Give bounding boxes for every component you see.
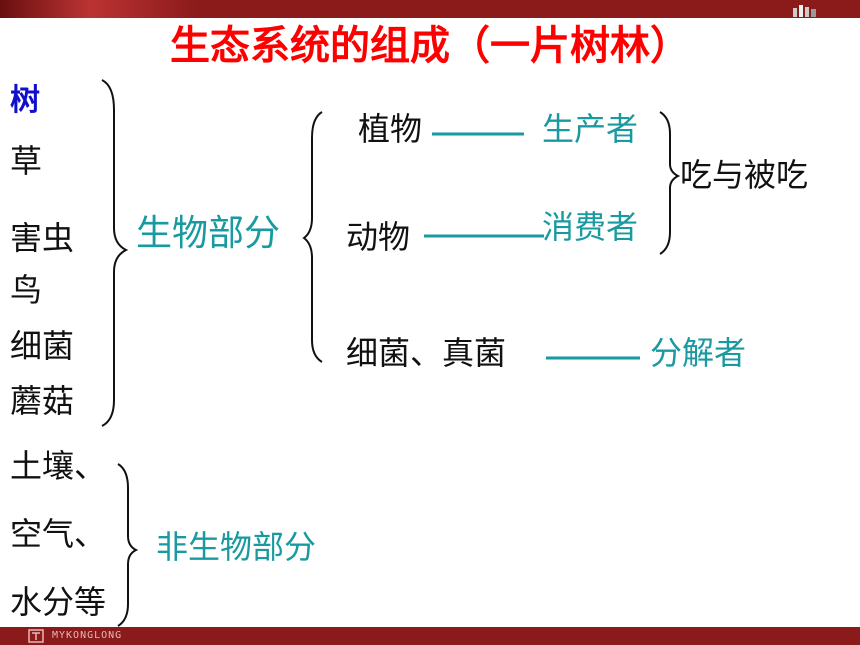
groups-brace [302, 111, 323, 363]
biotic-label: 生物部分 [136, 213, 281, 254]
footer-brand: MYKONGLONG [52, 630, 123, 641]
role-decomposer: 分解者 [650, 334, 747, 372]
organism-bird: 鸟 [10, 271, 43, 309]
organism-tree: 树 [10, 83, 40, 118]
relation-brace [659, 111, 681, 255]
organism-bacteria: 细菌 [10, 327, 75, 365]
banner-swoosh [0, 0, 200, 18]
organism-grass: 草 [10, 142, 43, 180]
group-decomposers: 细菌、真菌 [346, 334, 507, 372]
relation-label: 吃与被吃 [680, 156, 809, 194]
organism-pest: 害虫 [10, 219, 75, 257]
group-animals: 动物 [346, 218, 411, 256]
nonliving-brace [117, 463, 139, 627]
top-banner [0, 0, 860, 18]
brand-mark-icon [28, 629, 44, 643]
nonliving-water: 水分等 [10, 583, 107, 621]
role-producer: 生产者 [542, 110, 639, 148]
organism-mushroom: 蘑菇 [10, 382, 75, 420]
logo-icon [793, 5, 816, 17]
nonliving-soil: 土壤、 [10, 447, 107, 485]
abiotic-label: 非生物部分 [156, 528, 317, 566]
page-title: 生态系统的组成（一片树林） [170, 23, 690, 69]
bottom-banner: MYKONGLONG [0, 627, 860, 645]
role-consumer: 消费者 [542, 208, 639, 246]
group-plants: 植物 [358, 110, 423, 148]
organism-brace [101, 79, 129, 427]
nonliving-air: 空气、 [10, 515, 107, 553]
